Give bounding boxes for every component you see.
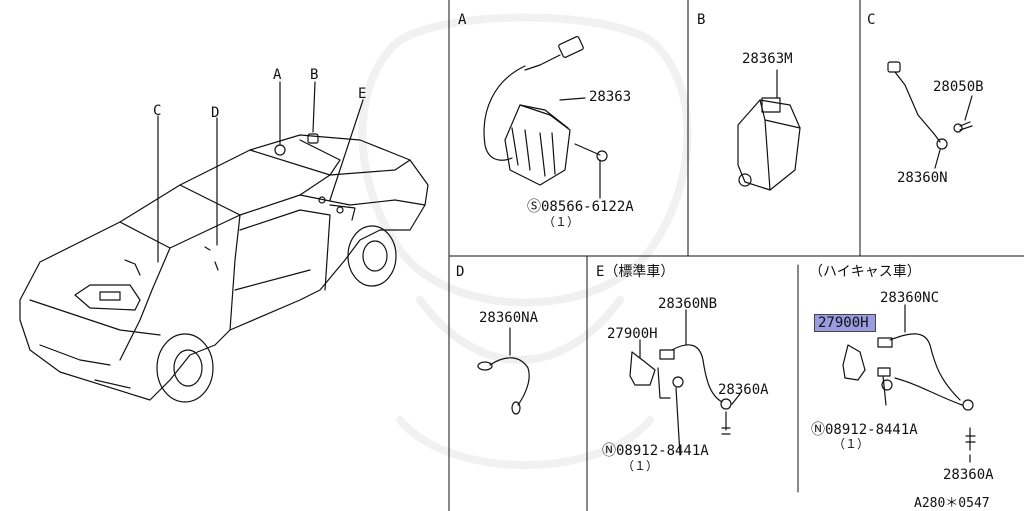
relay-part-28363 <box>483 36 608 199</box>
panel-f-quantity: （１） <box>833 437 870 451</box>
car-label-c: C <box>153 103 162 119</box>
panel-e-quantity: （１） <box>622 459 659 473</box>
ground-cable-28360NA <box>477 327 530 415</box>
diagram-code: A280＊0547 <box>914 496 990 511</box>
ground-cable-28360N <box>887 61 973 169</box>
panel-d-cable-number: 28360NA <box>479 310 539 326</box>
panel-a-screw-number: Ⓢ08566-6122A <box>527 199 634 215</box>
panel-c-letter: C <box>867 12 876 28</box>
panel-dividers <box>448 0 1024 511</box>
panel-e-nut-number: Ⓝ08912-8441A <box>602 443 709 459</box>
harness-28360NB <box>629 309 741 456</box>
panel-c-cable-number: 28360N <box>897 170 948 186</box>
harness-28360NC <box>842 304 976 463</box>
panel-e-ground-number: 28360A <box>718 382 769 398</box>
panel-a-quantity: （１） <box>543 215 580 229</box>
panel-b-part-number: 28363M <box>742 51 793 67</box>
panel-a-letter: A <box>458 12 467 28</box>
panel-e-cable-number: 28360NB <box>658 296 718 312</box>
panel-f-title: （ハイキャス車） <box>809 264 921 280</box>
panel-f-nut-number: Ⓝ08912-8441A <box>811 422 918 438</box>
panel-f-ground-number: 28360A <box>943 467 994 483</box>
panel-a-part-number: 28363 <box>589 89 632 105</box>
panel-e-title: E（標準車） <box>596 264 675 280</box>
car-label-e: E <box>358 86 367 102</box>
panel-c-bolt-number: 28050B <box>933 79 984 95</box>
car-label-d: D <box>211 105 220 121</box>
panel-e-bracket-number: 27900H <box>607 326 658 342</box>
relay-part-28363M <box>737 69 801 191</box>
panel-f-cable-number: 28360NC <box>880 290 940 306</box>
panel-f-bracket-number-highlighted[interactable]: 27900H <box>814 314 876 332</box>
panel-b-letter: B <box>697 12 706 28</box>
car-label-b: B <box>310 67 319 83</box>
panel-d-letter: D <box>456 264 465 280</box>
car-label-a: A <box>273 67 282 83</box>
background-watermark <box>358 13 692 469</box>
car-illustration <box>19 81 429 403</box>
